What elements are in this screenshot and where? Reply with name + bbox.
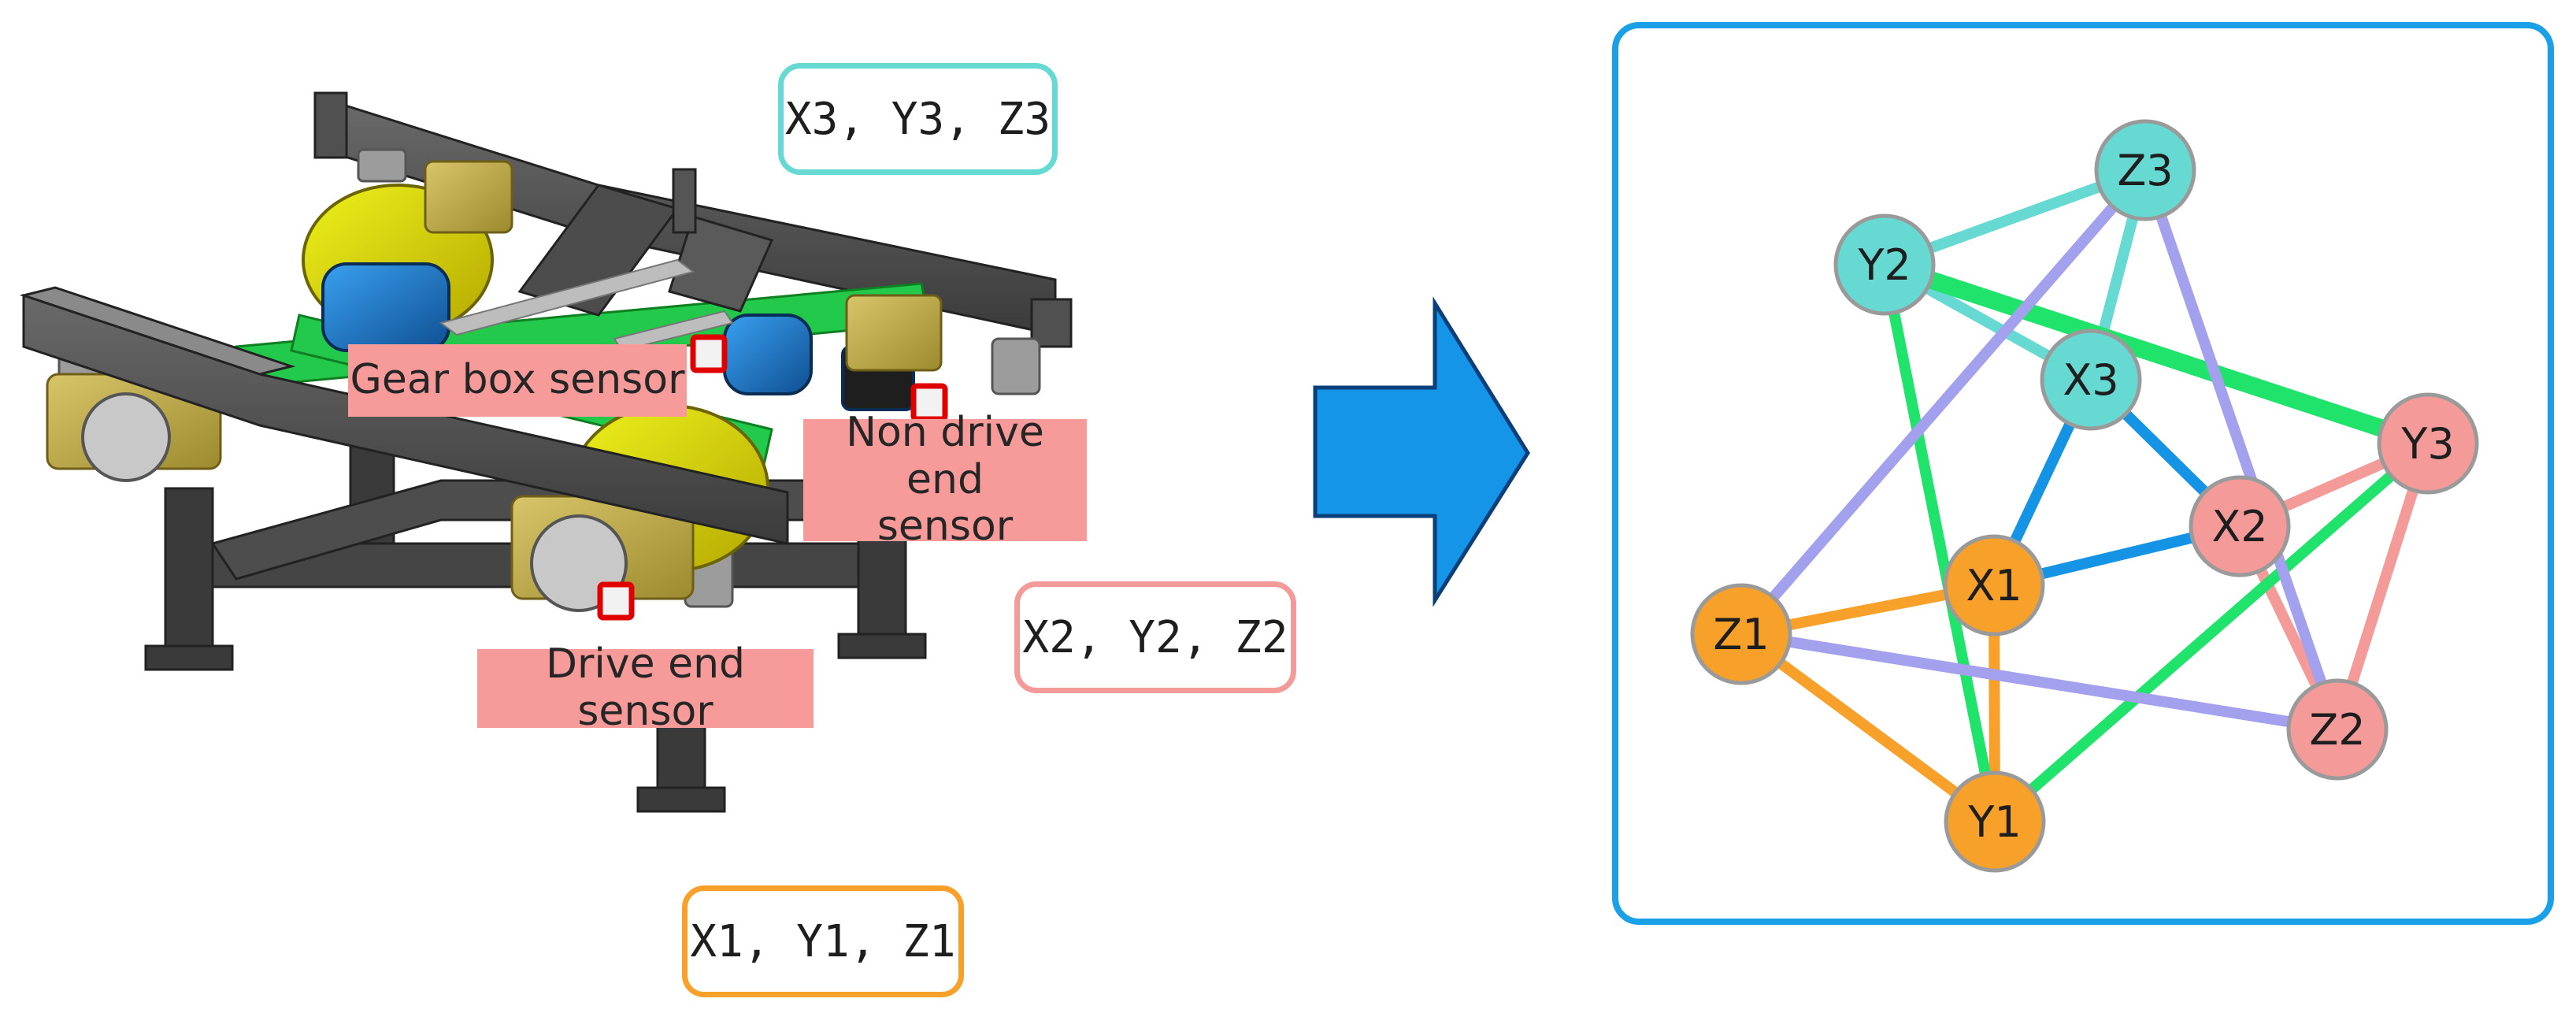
node-z1-circle	[1690, 583, 1792, 685]
node-x3-label: X3	[2063, 355, 2118, 405]
node-y3-label: Y3	[2400, 419, 2454, 469]
axis-group-3-label: X3, Y3, Z3	[784, 93, 1051, 145]
edge-y2-y3	[1875, 255, 2437, 453]
node-z3-label: Z3	[2117, 146, 2173, 195]
edge-z3-z1	[1736, 165, 2151, 640]
edge-y3-y1	[1989, 438, 2433, 827]
edge-y2-y1	[1879, 259, 2000, 827]
node-z2-label: Z2	[2309, 705, 2365, 755]
machine-illustration	[19, 91, 1073, 813]
node-x2: X2	[2189, 475, 2291, 577]
node-y3: Y3	[2377, 392, 2479, 495]
node-y1: Y1	[1944, 770, 2046, 873]
node-x2-circle	[2189, 475, 2291, 577]
node-z2: Z2	[2286, 678, 2389, 781]
node-y2-label: Y2	[1857, 240, 1911, 290]
node-x1-label: X1	[1966, 561, 2022, 611]
node-x1-circle	[1943, 534, 2045, 637]
axis-group-2-label: X2, Y2, Z2	[1022, 611, 1288, 663]
axis-group-3-box: X3, Y3, Z3	[778, 63, 1058, 175]
axis-group-1-box: X1, Y1, Z1	[682, 885, 964, 997]
node-x3: X3	[2040, 328, 2142, 431]
node-z1: Z1	[1690, 583, 1792, 685]
node-z3: Z3	[2094, 119, 2196, 221]
gearbox-sensor-label: Gear box sensor	[348, 344, 687, 417]
edge-z3-z2	[2140, 165, 2343, 735]
cross-beam	[517, 168, 774, 317]
edge-z1-y1	[1736, 629, 2000, 827]
node-x2-label: X2	[2211, 502, 2267, 551]
node-y1-circle	[1944, 770, 2046, 873]
node-z2-circle	[2286, 678, 2389, 781]
rails	[439, 258, 734, 352]
node-x3-circle	[2040, 328, 2142, 431]
front-beam	[19, 286, 789, 545]
node-y2: Y2	[1833, 213, 1936, 316]
gearbox-sensor-marker	[690, 334, 728, 373]
axis-group-1-label: X1, Y1, Z1	[690, 915, 956, 967]
node-y1-label: Y1	[1967, 797, 2021, 847]
node-y2-circle	[1833, 213, 1936, 316]
edge-z1-z2	[1736, 629, 2343, 735]
drive-end-sensor-label: Drive end sensor	[477, 640, 814, 735]
axis-group-2-box: X2, Y2, Z2	[1014, 581, 1296, 693]
drive-end-sensor-marker	[597, 581, 635, 621]
node-z1-label: Z1	[1713, 610, 1769, 659]
node-x1: X1	[1943, 534, 2045, 637]
node-z3-circle	[2094, 119, 2196, 221]
node-y3-circle	[2377, 392, 2479, 495]
graph-panel	[1612, 22, 2554, 925]
